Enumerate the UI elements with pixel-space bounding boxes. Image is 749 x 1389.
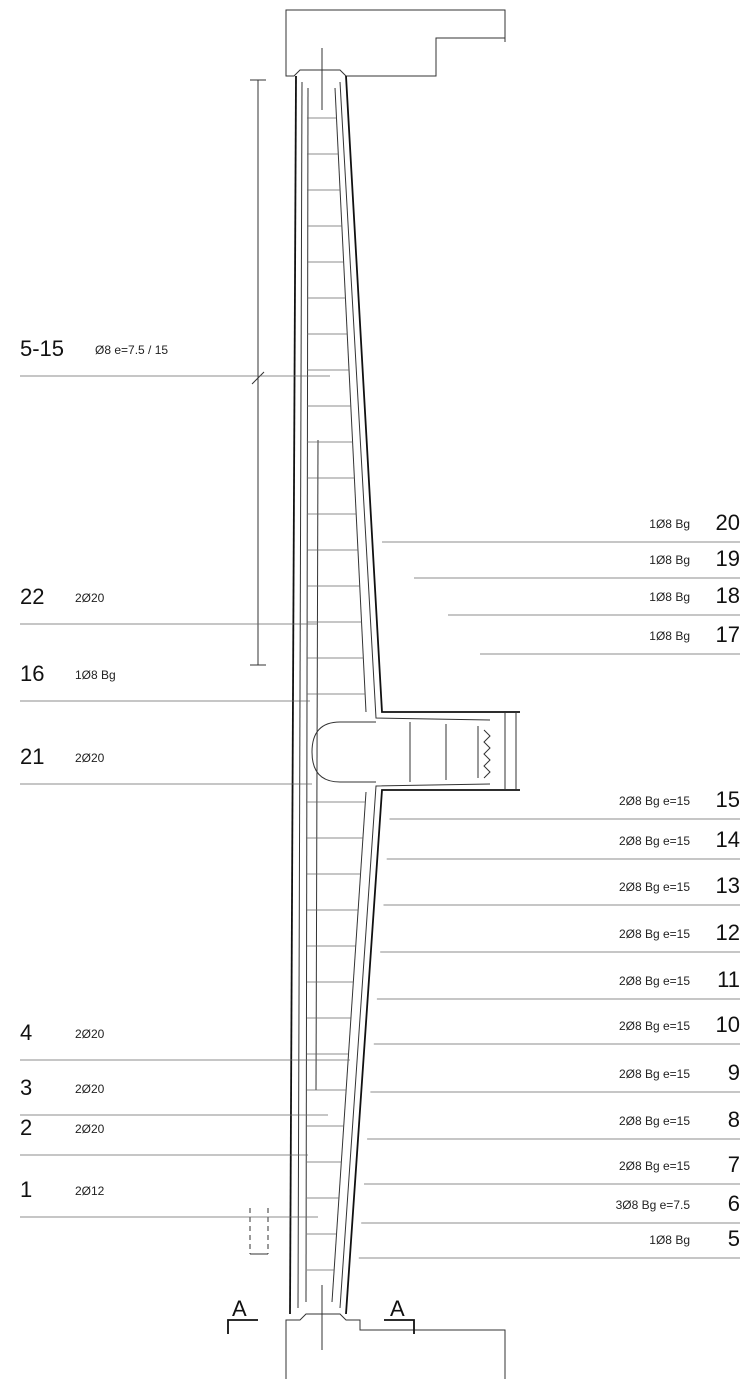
section-mark-right: A — [390, 1296, 405, 1321]
callout-number: 2 — [20, 1115, 32, 1140]
callout-number: 19 — [716, 546, 740, 571]
callout-number: 3 — [20, 1075, 32, 1100]
callout-spec: 2Ø8 Bg e=15 — [619, 1114, 690, 1128]
callout-number: 9 — [728, 1060, 740, 1085]
callout-spec: 2Ø8 Bg e=15 — [619, 927, 690, 941]
callout-number: 10 — [716, 1012, 740, 1037]
callout-spec: 1Ø8 Bg — [649, 517, 690, 531]
callout-spec: 2Ø20 — [75, 1082, 105, 1096]
callout-spec: 2Ø20 — [75, 1122, 105, 1136]
callout-number: 12 — [716, 920, 740, 945]
callout-number: 8 — [728, 1107, 740, 1132]
callout-spec: 2Ø8 Bg e=15 — [619, 1159, 690, 1173]
callout-number: 16 — [20, 661, 44, 686]
callout-number: 22 — [20, 584, 44, 609]
callout-spec: 2Ø20 — [75, 751, 105, 765]
callout-spec: 1Ø8 Bg — [75, 668, 116, 682]
callout-number: 21 — [20, 744, 44, 769]
dimension-line — [250, 79, 266, 666]
bottom-slab — [285, 1313, 506, 1379]
callout-spec: 2Ø8 Bg e=15 — [619, 974, 690, 988]
callout-number: 15 — [716, 787, 740, 812]
section-mark-left: A — [232, 1296, 247, 1321]
callout-spec: 2Ø8 Bg e=15 — [619, 794, 690, 808]
wall-outline — [289, 75, 520, 1315]
top-slab — [285, 9, 506, 77]
callout-number: 11 — [717, 967, 740, 992]
callout-number: 7 — [728, 1152, 740, 1177]
callout-spec: 2Ø20 — [75, 591, 105, 605]
callout-number: 18 — [716, 583, 740, 608]
callout-leaders — [20, 375, 740, 1259]
corbel-rebar — [311, 712, 517, 790]
callout-spec: 1Ø8 Bg — [649, 1233, 690, 1247]
callout-number: 14 — [716, 827, 740, 852]
callout-labels-right: 20 1Ø8 Bg 19 1Ø8 Bg 18 1Ø8 Bg 17 1Ø8 Bg 15 2Ø8 Bg… — [616, 510, 740, 1251]
callout-number: 5 — [728, 1226, 740, 1251]
callout-number: 6 — [728, 1191, 740, 1216]
callout-spec: 3Ø8 Bg e=7.5 — [616, 1198, 691, 1212]
callout-spec: 2Ø8 Bg e=15 — [619, 1019, 690, 1033]
callout-number: 20 — [716, 510, 740, 535]
callout-spec: 1Ø8 Bg — [649, 590, 690, 604]
callout-number: 5-15 — [20, 336, 64, 361]
callout-spec: 2Ø20 — [75, 1027, 105, 1041]
callout-spec: Ø8 e=7.5 / 15 — [95, 343, 168, 357]
callout-number: 17 — [716, 622, 740, 647]
callout-spec: 2Ø8 Bg e=15 — [619, 880, 690, 894]
callout-spec: 2Ø8 Bg e=15 — [619, 1067, 690, 1081]
callout-spec: 2Ø12 — [75, 1184, 105, 1198]
callout-number: 4 — [20, 1020, 32, 1045]
stirrup-lines — [307, 117, 366, 1271]
callout-number: 13 — [716, 873, 740, 898]
callout-number: 1 — [20, 1177, 32, 1202]
callout-spec: 1Ø8 Bg — [649, 553, 690, 567]
section-markers — [227, 1208, 415, 1334]
callout-spec: 1Ø8 Bg — [649, 629, 690, 643]
callout-spec: 2Ø8 Bg e=15 — [619, 834, 690, 848]
